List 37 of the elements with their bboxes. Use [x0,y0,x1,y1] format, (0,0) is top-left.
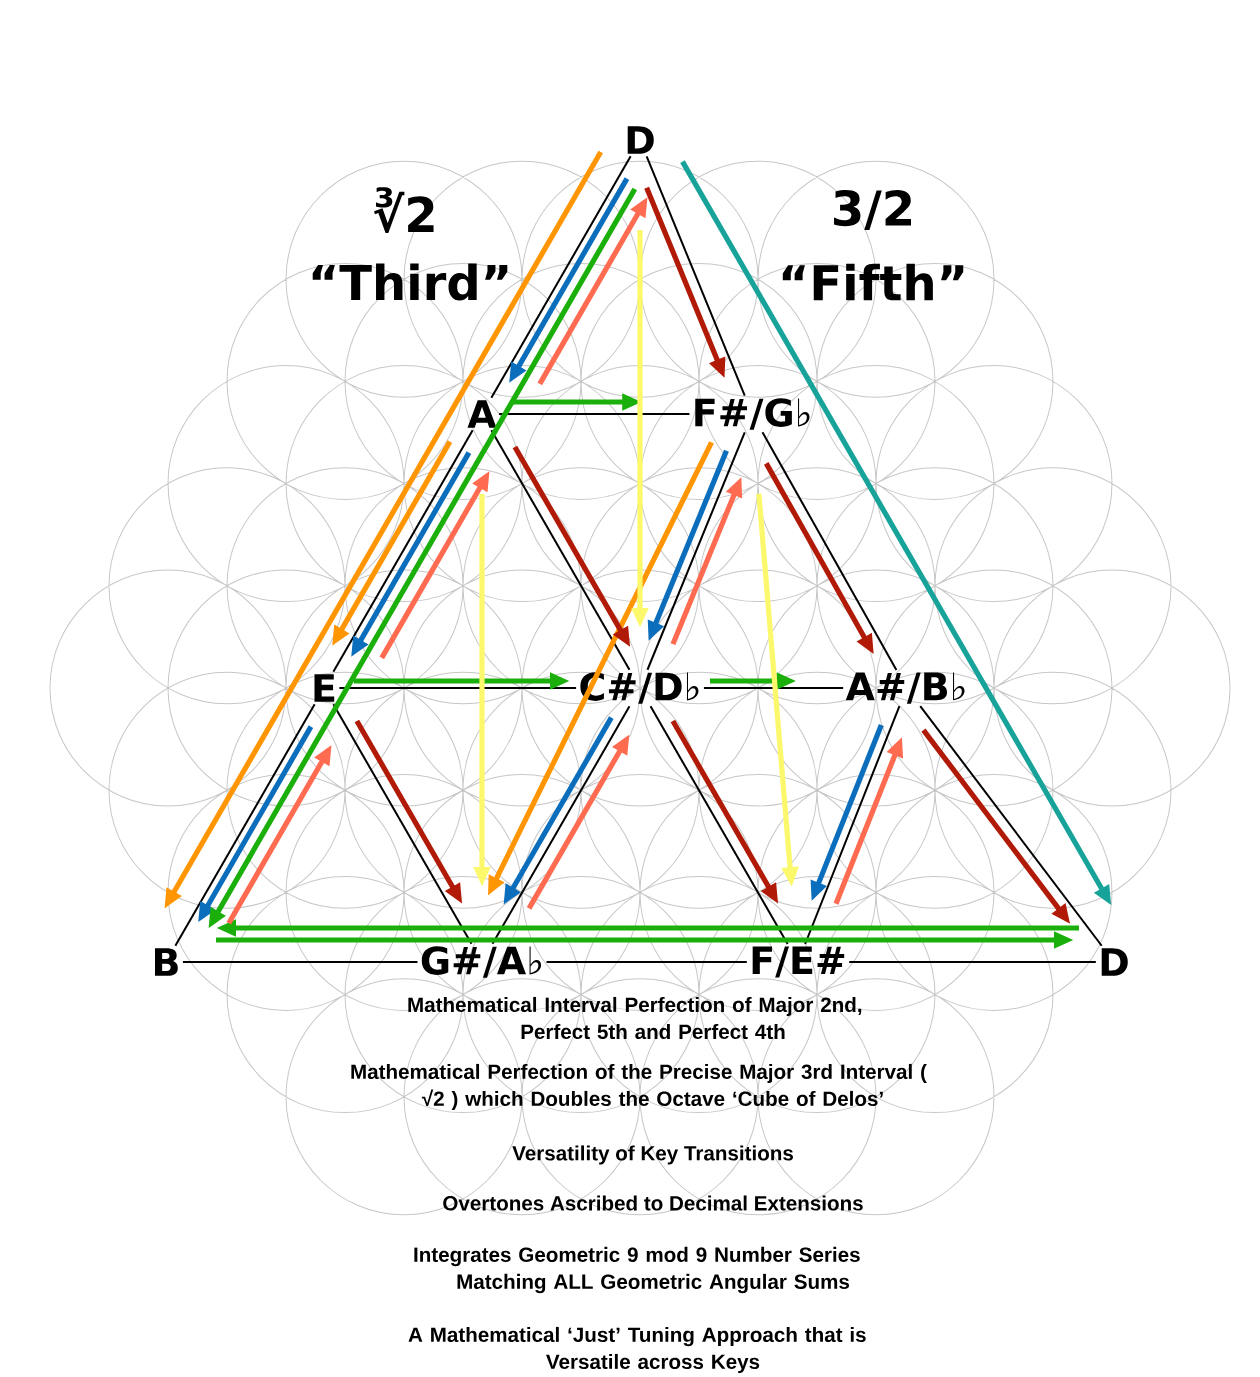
connector-line [848,961,1097,963]
ratio-label: ∛2 [374,187,434,233]
ratio-label: “Fifth” [782,263,964,301]
connector-line [498,413,691,415]
connector-line [804,705,901,945]
connector-line [332,703,473,945]
description-text: A Mathematical ‘Just’ Tuning Approach that is Versatile across Keys [408,1326,866,1374]
connector-line [646,431,746,671]
note-label: F/E# [752,946,845,978]
connector-line [490,429,631,671]
note-label: G#/A♭ [421,946,542,978]
description-text: Integrates Geometric 9 mod 9 Number Series Matching ALL Geometric Angular Sums [414,1246,860,1294]
connector-line [919,705,1103,947]
note-label: A#/B♭ [845,672,965,704]
note-label: F#/G♭ [695,398,810,430]
description-text: Mathematical Perfection of the Precise Major 3rd Interval ( √2 ) which Doubles the Octave ‘Cube of Delos’ [351,1063,927,1111]
note-label: E [314,674,335,702]
description-text: Versatility of Key Transitions [512,1145,793,1165]
ratio-label: “Third” [312,263,508,301]
connector-line [702,687,845,689]
note-label: D [627,126,654,154]
description-text: Mathematical Interval Perfection of Major 2nd, Perfect 5th and Perfect 4th [408,996,862,1040]
connector-line [645,155,746,397]
connector-line [761,431,898,671]
connector-line [181,961,419,963]
connector-line [490,155,632,399]
connector-line [332,429,474,673]
ratio-label: 3/2 [834,189,911,231]
note-label: A [467,400,497,428]
description-text: Overtones Ascribed to Decimal Extensions [443,1195,863,1211]
connector-line [491,705,631,945]
note-label: D [1101,948,1128,976]
connector-line [649,705,789,945]
connector-line [338,687,578,689]
connector-line [545,961,748,963]
note-label: B [155,948,178,976]
connector-line [174,703,316,947]
